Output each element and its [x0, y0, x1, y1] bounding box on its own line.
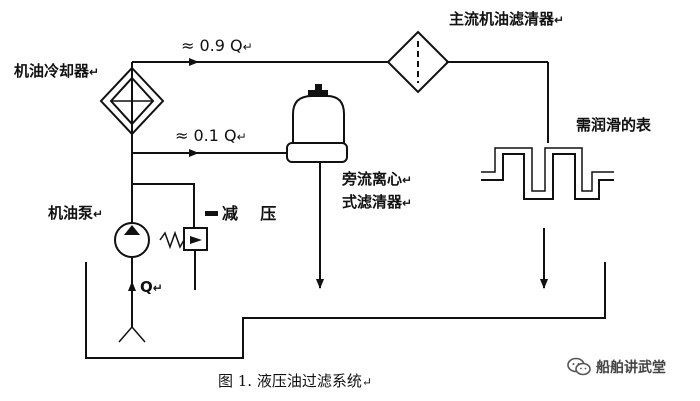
bypass-flow-mark: ↵: [236, 130, 247, 144]
pump-flow-label: Q↵: [140, 280, 163, 295]
figure-caption: 图 1. 液压油过滤系统↵: [218, 374, 372, 389]
bypass-flow-text: ≈ 0.1 Q: [175, 126, 237, 145]
main-filter-text: 主流机油滤清器: [449, 10, 555, 28]
oil-pump-label: 机油泵↵: [48, 206, 103, 221]
relief-branch-line: [132, 183, 195, 228]
oil-sump: [85, 262, 606, 359]
centrifugal-filter-bowl: [292, 95, 345, 143]
wechat-logo-icon: [567, 357, 591, 376]
lubricated-surface-text: 需润滑的表: [576, 116, 652, 134]
oil-pump-mark: ↵: [93, 207, 104, 221]
centrifugal-filter-cap: [308, 90, 328, 97]
main-filter-symbol: [386, 30, 450, 94]
suction-strainer: [118, 325, 146, 343]
bypass-filter-text-2: 式滤清器: [342, 193, 403, 211]
main-filter-mark: ↵: [554, 13, 565, 27]
pressure-relief-label: 减 压: [222, 206, 276, 222]
pump-flow-text: Q: [140, 278, 153, 296]
main-flow-text: ≈ 0.9 Q: [181, 36, 243, 55]
main-filter-label: 主流机油滤清器↵: [449, 12, 564, 27]
bypass-filter-mark-1: ↵: [402, 173, 413, 187]
watermark-text: 船舶讲武堂: [596, 360, 666, 376]
oil-cooler-mark: ↵: [89, 65, 100, 79]
bypass-flow-label: ≈ 0.1 Q↵: [175, 128, 247, 144]
oil-pump-symbol: [114, 222, 150, 258]
bypass-filter-label-2: 式滤清器↵: [342, 195, 412, 210]
figure-caption-mark: ↵: [361, 375, 372, 389]
bypass-filter-mark-2: ↵: [402, 196, 413, 210]
relief-valve-spring: [159, 230, 185, 250]
pump-direction-triangle: [124, 225, 140, 235]
oil-pump-text: 机油泵: [48, 204, 94, 222]
pressure-relief-text: 减 压: [222, 204, 277, 223]
oil-cooler-text: 机油冷却器: [14, 62, 90, 80]
lubricated-surface-symbol: [481, 153, 614, 200]
bypass-filter-text-1: 旁流离心: [342, 170, 403, 188]
bypass-filter-label-1: 旁流离心↵: [342, 172, 412, 187]
centrifugal-filter-base: [286, 142, 348, 163]
oil-cooler-symbol: [99, 66, 165, 136]
main-flow-label: ≈ 0.9 Q↵: [181, 38, 253, 54]
lubricated-surface-label: 需润滑的表: [576, 118, 651, 133]
figure-caption-text: 图 1. 液压油过滤系统: [218, 372, 362, 390]
watermark: 船舶讲武堂: [566, 357, 666, 377]
pump-flow-mark: ↵: [152, 281, 163, 295]
main-flow-mark: ↵: [242, 40, 253, 54]
oil-cooler-label: 机油冷却器↵: [14, 64, 99, 79]
